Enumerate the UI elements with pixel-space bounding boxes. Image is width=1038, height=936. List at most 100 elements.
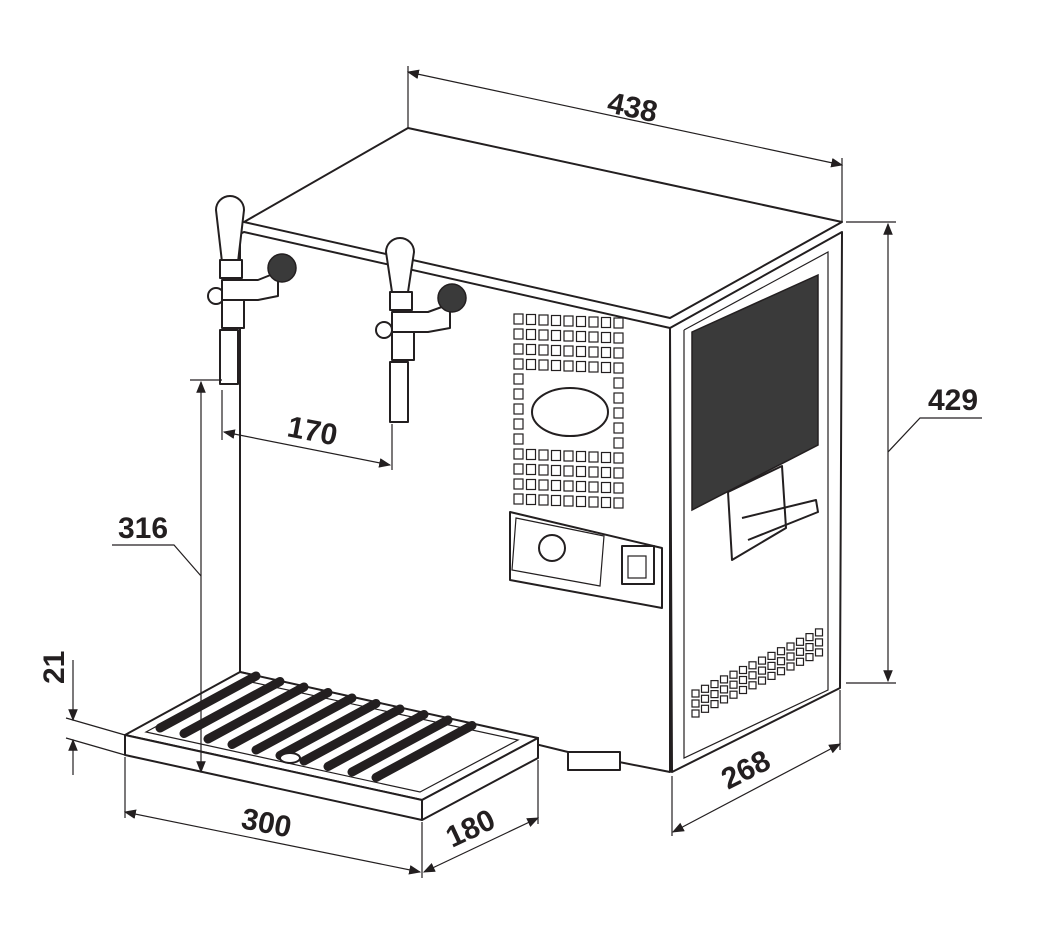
side-bottom-vent (691, 628, 824, 718)
louvre-cell (767, 661, 776, 671)
louvre-cell (700, 684, 710, 693)
grille-cell (575, 360, 587, 373)
grille-cell (575, 345, 587, 358)
grille-cell (513, 403, 524, 415)
dim-height-label: 429 (928, 384, 978, 417)
dim-tap-height-label: 316 (118, 512, 168, 545)
dim-tray-depth-label: 180 (441, 803, 500, 854)
tray-slot (323, 710, 429, 771)
louvre-cell (719, 685, 729, 694)
louvre-cell (786, 652, 795, 661)
grille-cell (525, 448, 537, 461)
grille-cell (513, 433, 524, 445)
dim-width-label: 438 (605, 87, 661, 130)
cabinet-top (243, 127, 843, 319)
louvre-cell (691, 689, 700, 698)
grille-cell (613, 377, 624, 389)
louvre-cell (729, 680, 738, 689)
grille-cell (600, 466, 612, 479)
louvre-cell (719, 675, 729, 684)
grille-cell (588, 346, 599, 358)
dim-tray-width-label: 300 (239, 802, 294, 844)
dim-tray-height-label: 21 (38, 651, 71, 684)
grille-cell (588, 331, 599, 343)
grille-cell (525, 313, 537, 326)
dim-depth-label: 268 (716, 744, 776, 796)
louvre-cell (748, 681, 757, 690)
louvre-cell (738, 685, 748, 695)
drip-tray (124, 671, 539, 821)
grille-cell (513, 493, 524, 505)
louvre-cell (700, 694, 710, 703)
grille-cell (613, 317, 624, 329)
louvre-cell (814, 648, 824, 657)
louvre-cell (805, 642, 814, 652)
louvre-cell (738, 665, 748, 675)
grille-cell (513, 463, 524, 475)
grille-cell (538, 344, 549, 356)
grille-cell (550, 359, 562, 372)
louvre-cell (710, 689, 719, 699)
louvre-cell (757, 676, 767, 685)
grille-cell (563, 450, 574, 462)
grille-cell (538, 359, 549, 371)
grille-cell (613, 437, 624, 449)
grille-cell (588, 316, 599, 328)
grille-cell (513, 418, 524, 430)
grille-cell (525, 493, 537, 506)
grille-cell (513, 388, 524, 400)
grille-cell (513, 343, 524, 355)
louvre-cell (776, 647, 786, 656)
louvre-cell (729, 690, 738, 699)
louvre-cell (710, 699, 719, 709)
grille-cell (563, 465, 574, 477)
grille-cell (513, 358, 524, 370)
grille-cell (613, 422, 624, 434)
grille-cell (538, 479, 549, 491)
grille-cell (588, 496, 599, 508)
tray-slot (251, 693, 357, 755)
grille-cell (525, 343, 537, 356)
louvre-cell (719, 695, 729, 704)
louvre-cell (691, 699, 700, 708)
grille-cell (575, 495, 587, 508)
tray-slot (371, 721, 477, 782)
tray-slot (155, 671, 261, 733)
louvre-cell (795, 647, 805, 656)
tray-slot (275, 699, 381, 760)
grille-cell (525, 478, 537, 491)
louvre-cell (767, 671, 776, 681)
tray-slot (347, 715, 453, 777)
grille-cell (613, 407, 624, 419)
grille-cell (563, 480, 574, 492)
grille-cell (550, 449, 562, 462)
louvre-cell (795, 657, 805, 666)
grille-cell (613, 392, 624, 404)
tray-slot (227, 688, 333, 749)
grille-cell (563, 345, 574, 357)
grille-cell (613, 347, 624, 359)
grille-cell (600, 346, 612, 359)
grille-cell (575, 315, 587, 328)
grille-cell (613, 452, 624, 464)
grille-cell (550, 314, 562, 327)
grille-cell (513, 328, 524, 340)
tray-slot (299, 704, 405, 766)
tap-right (375, 237, 467, 423)
tray-slot (203, 682, 309, 744)
grille-cell (588, 361, 599, 373)
thermostat-knob[interactable] (538, 534, 566, 562)
grille-cell (588, 466, 599, 478)
louvre-cell (729, 670, 738, 679)
grille-cell (575, 465, 587, 478)
louvre-cell (738, 675, 748, 685)
louvre-cell (691, 709, 700, 718)
grille-cell (550, 479, 562, 492)
grille-cell (513, 478, 524, 490)
grille-cell (613, 497, 624, 509)
grille-cell (525, 358, 537, 371)
grille-cell (525, 463, 537, 476)
grille-cell (550, 464, 562, 477)
grille-cell (575, 450, 587, 463)
